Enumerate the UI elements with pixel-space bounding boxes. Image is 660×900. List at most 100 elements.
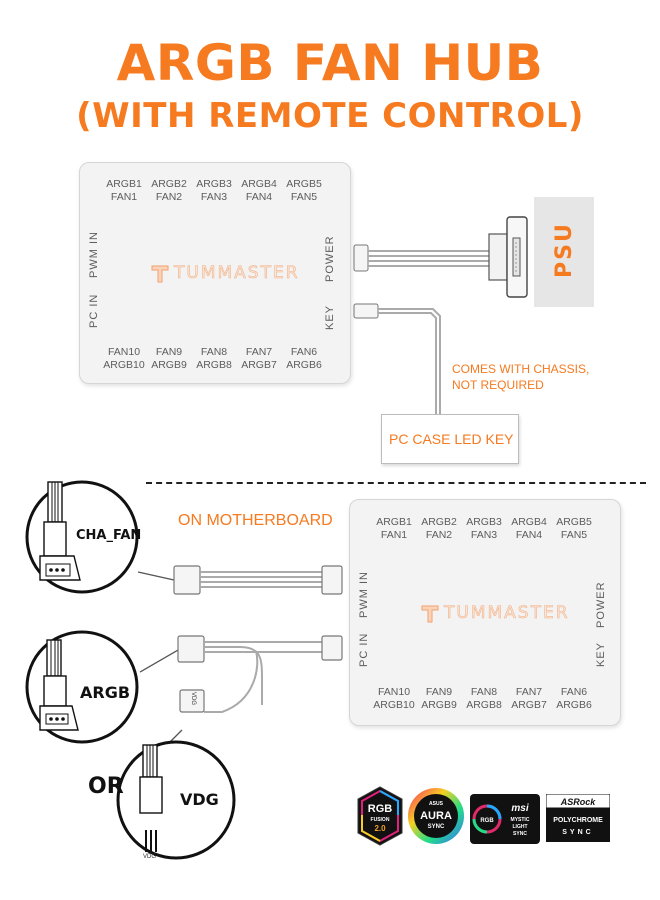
msi-line-2: LIGHT	[513, 824, 528, 830]
rgb-fusion-bot: 2.0	[374, 824, 386, 833]
hub-top-pwm-in: PWM IN	[88, 231, 100, 278]
hub-top-brand: TUMMASTER	[150, 262, 300, 284]
pc-in-connector	[321, 635, 343, 661]
hub-top-key: KEY	[324, 304, 336, 330]
msi-line-1: MYSTIC	[511, 817, 530, 823]
port-fan-label: FAN4	[515, 529, 543, 541]
asrock-polychrome-logo: ASRock POLYCHROME SYNC	[546, 794, 610, 842]
section-divider	[146, 482, 646, 484]
port-argb-label: ARGB1	[376, 516, 412, 528]
note-line-2: NOT REQUIRED	[452, 378, 544, 392]
rgb-fusion-logo: RGB FUSION 2.0	[357, 786, 403, 846]
title-line-2: (WITH REMOTE CONTROL)	[76, 96, 584, 136]
vdg-branch-wire	[204, 650, 259, 713]
port-argb-label: ARGB6	[286, 359, 322, 371]
aura-mid: AURA	[420, 810, 452, 822]
port-argb-label: ARGB10	[373, 699, 415, 711]
psu-label: PSU	[552, 222, 577, 278]
hub-bottom-brand: TUMMASTER	[420, 602, 570, 624]
port-fan-label: FAN3	[470, 529, 498, 541]
port-argb-label: ARGB4	[511, 516, 547, 528]
port-argb-label: ARGB2	[421, 516, 457, 528]
argb-plug	[177, 635, 205, 663]
on-motherboard-label: ON MOTHERBOARD	[178, 512, 333, 529]
pc-case-led-key-box	[381, 414, 519, 464]
vdg-circle	[116, 740, 236, 860]
port-argb-label: ARGB3	[466, 516, 502, 528]
port-argb-label: ARGB7	[241, 359, 277, 371]
port-fan-label: FAN8	[200, 346, 228, 358]
tummaster-logo-icon	[151, 265, 169, 283]
cha-fan-circle	[25, 480, 139, 594]
pwm-in-connector	[321, 565, 343, 595]
msi-brand: msi	[511, 803, 528, 814]
rgb-fusion-mid: FUSION	[371, 817, 390, 823]
port-argb-label: ARGB10	[103, 359, 145, 371]
rgb-fusion-top: RGB	[368, 803, 393, 815]
vdg-plug-label: VDG	[190, 692, 196, 706]
note-chassis: COMES WITH CHASSIS, NOT REQUIRED	[452, 361, 589, 393]
pc-case-led-key-label: PC CASE LED KEY	[389, 431, 514, 447]
hub-top	[79, 162, 351, 384]
vdg-pin-label: VDG	[143, 854, 157, 860]
key-connector	[353, 303, 379, 319]
port-argb-label: ARGB1	[106, 178, 142, 190]
argb-pointer	[139, 649, 179, 673]
port-argb-label: ARGB8	[466, 699, 502, 711]
sata-connector	[488, 216, 528, 298]
hub-bottom	[349, 499, 621, 726]
port-argb-label: ARGB3	[196, 178, 232, 190]
port-fan-label: FAN10	[377, 686, 411, 698]
port-argb-label: ARGB5	[286, 178, 322, 190]
aura-bot: SYNC	[428, 824, 445, 830]
port-fan-label: FAN1	[110, 191, 138, 203]
hub-top-power: POWER	[324, 235, 336, 282]
argb-label: ARGB	[80, 683, 131, 702]
port-argb-label: ARGB6	[556, 699, 592, 711]
port-argb-label: ARGB8	[196, 359, 232, 371]
argb-wire-2	[204, 646, 263, 705]
msi-core: RGB	[480, 818, 494, 824]
port-fan-label: FAN4	[245, 191, 273, 203]
cha-fan-plug	[173, 565, 201, 595]
cha-fan-label: CHA_FAN	[76, 528, 142, 543]
port-fan-label: FAN5	[560, 529, 588, 541]
key-wire-b	[378, 312, 437, 415]
hub-bottom-pwm-in: PWM IN	[358, 571, 370, 618]
port-fan-label: FAN6	[290, 346, 318, 358]
vdg-label: VDG	[180, 790, 219, 809]
port-fan-label: FAN2	[155, 191, 183, 203]
aura-top: ASUS	[429, 801, 444, 807]
tummaster-logo-icon	[421, 605, 439, 623]
port-fan-label: FAN1	[380, 529, 408, 541]
asrock-line-2: SYNC	[562, 829, 593, 836]
port-fan-label: FAN8	[470, 686, 498, 698]
cha-fan-pointer	[137, 571, 175, 581]
asrock-brand: ASRock	[560, 797, 597, 807]
asrock-line-1: POLYCHROME	[553, 817, 603, 824]
port-argb-label: ARGB2	[151, 178, 187, 190]
hub-bottom-brand-text: TUMMASTER	[444, 603, 570, 624]
port-fan-label: FAN10	[107, 346, 141, 358]
key-wire-a	[378, 308, 441, 415]
port-argb-label: ARGB9	[421, 699, 457, 711]
power-connector-top	[353, 244, 369, 272]
msi-mystic-light-logo: RGB msi MYSTIC LIGHT SYNC	[470, 794, 540, 844]
port-fan-label: FAN5	[290, 191, 318, 203]
